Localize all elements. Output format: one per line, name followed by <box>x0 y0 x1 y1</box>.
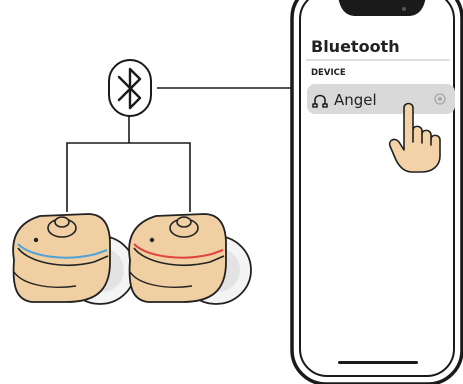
front-camera <box>402 7 406 11</box>
accent-stripe-blue <box>17 243 108 259</box>
indicator-dot <box>149 237 155 243</box>
phone-notch <box>338 0 426 16</box>
bluetooth-badge <box>108 59 152 117</box>
touch-button <box>176 216 192 228</box>
phone: Bluetooth DEVICE Angel <box>290 0 463 384</box>
touch-button <box>54 216 70 228</box>
section-label: DEVICE <box>311 68 346 78</box>
accent-stripe-red <box>133 243 224 259</box>
bluetooth-icon <box>117 67 142 110</box>
home-indicator[interactable] <box>338 361 418 364</box>
headphones-icon <box>312 94 328 108</box>
connection-lines <box>66 87 295 212</box>
screen-title: Bluetooth <box>311 37 400 56</box>
phone-frame <box>290 0 463 384</box>
indicator-dot <box>33 237 39 243</box>
link-split-to-earbuds <box>66 142 191 212</box>
earbud-right <box>128 213 252 305</box>
device-name: Angel <box>334 91 377 109</box>
earbud-left <box>12 213 136 305</box>
hand-pointer-icon <box>388 102 441 173</box>
settings-icon[interactable] <box>434 93 446 105</box>
device-row-angel[interactable]: Angel <box>307 84 455 114</box>
